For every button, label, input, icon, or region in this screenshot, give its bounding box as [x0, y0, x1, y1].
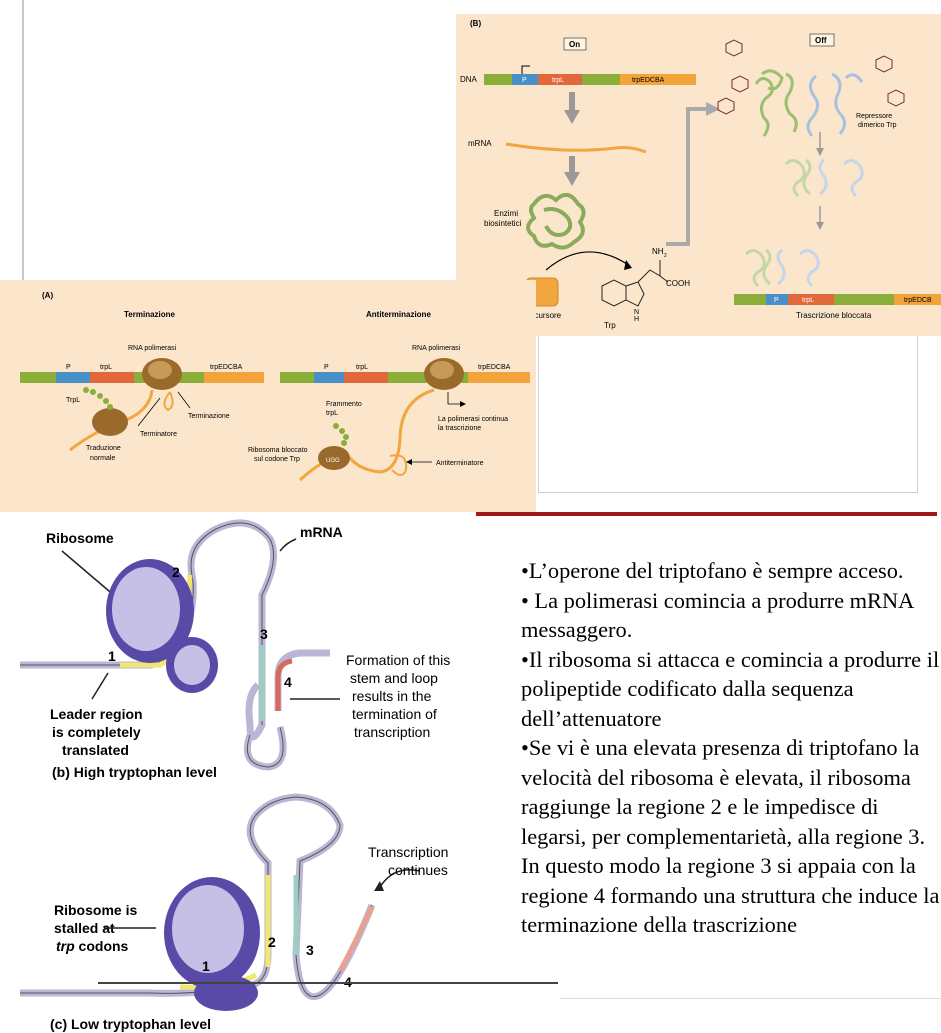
ribosoma-bloccato-1: Ribosoma bloccato [248, 447, 308, 454]
antiterminazione-title: Antiterminazione [366, 310, 431, 319]
stalled-3-rest: codons [75, 938, 129, 954]
region-2-b: 2 [172, 564, 180, 580]
repressore-label-1: Repressore [856, 113, 892, 120]
region-3-c: 3 [306, 942, 314, 958]
terminatore-label: Terminatore [140, 431, 177, 438]
dna-a-trpedcba: trpEDCBA [210, 364, 243, 371]
off-label: Off [815, 36, 827, 45]
bullet-1: •L’operone del triptofano è sempre acces… [521, 558, 904, 583]
frammento-label-1: Frammento [326, 401, 362, 408]
region-3-b: 3 [260, 626, 268, 642]
bullet-3: •Il ribosoma si attacca e comincia a pro… [521, 646, 940, 731]
trp-nh-label: NH [652, 247, 664, 256]
mrna-label: mRNA [468, 139, 492, 148]
dna-a-trpl: trpL [100, 364, 112, 371]
dna-trpedcba-label: trpEDCBA [632, 77, 665, 84]
continua-label-2: la trascrizione [438, 425, 481, 432]
formation-1: Formation of this [346, 652, 450, 668]
repressore-label-2: dimerico Trp [858, 122, 897, 129]
explanation-text: •L’operone del triptofano è sempre acces… [521, 556, 941, 940]
dna-a2-trpl: trpL [356, 364, 368, 371]
panel-a-letter: (A) [42, 291, 53, 300]
continua-label-1: La polimerasi continua [438, 416, 508, 423]
dna-label: DNA [460, 75, 478, 84]
bottom-rule [98, 982, 558, 984]
dna-p-label: P [522, 77, 527, 84]
traduzione-label-1: Traduzione [86, 445, 121, 452]
stalled-2: stalled at [54, 920, 115, 936]
on-label: On [569, 40, 580, 49]
trascrizione-bloccata-label: Trascrizione bloccata [796, 311, 872, 320]
region-1-b: 1 [108, 648, 116, 664]
leader-2: is completely [52, 724, 141, 740]
precursore-label: Precursore [522, 311, 562, 320]
bullet-2: • La polimerasi comincia a produrre mRNA… [521, 587, 914, 643]
dna-bottom-trpedcb: trpEDCB [904, 297, 932, 304]
dna-bottom-p: P [774, 297, 779, 304]
region-4-b: 4 [284, 674, 292, 690]
panel-b-letter: (B) [470, 19, 481, 28]
dna-a2-p: P [324, 364, 329, 371]
panel-b-illustration: (B) On Off DNA P trpL trpEDCBA mRNA Enzi… [460, 19, 941, 330]
enzimi-label-1: Enzimi [494, 209, 518, 218]
dna-a2-trpedcba: trpEDCBA [478, 364, 511, 371]
antiterminatore-label: Antiterminatore [436, 460, 484, 467]
stalled-1: Ribosome is [54, 902, 137, 918]
caption-b: (b) High tryptophan level [52, 764, 217, 780]
trp-h-label: H [634, 316, 639, 323]
ribosome-label: Ribosome [46, 530, 114, 546]
traduzione-label-2: normale [90, 455, 115, 462]
stalled-3-italic: trp [56, 938, 75, 954]
bullet-4: •Se vi è una elevata presenza di triptof… [521, 735, 940, 937]
attenuation-diagram: Ribosome mRNA 1 2 3 4 Formation of this … [20, 519, 450, 1032]
panel-b: (B) On Off DNA P trpL trpEDCBA mRNA Enzi… [456, 14, 941, 336]
ugg-label: UGG [326, 458, 340, 464]
leader-1: Leader region [50, 706, 143, 722]
page-left-border [22, 0, 24, 282]
formation-2: stem and loop [350, 670, 438, 686]
terminazione-title: Terminazione [124, 310, 176, 319]
transcription-2: continues [388, 862, 448, 878]
rna-pol-a: RNA polimerasi [128, 345, 177, 352]
dna-trpl-label: trpL [552, 77, 564, 84]
frame-box [538, 336, 918, 493]
red-divider [476, 512, 937, 516]
trp-cooh-label: COOH [666, 279, 690, 288]
dna-bottom-trpl: trpL [802, 297, 814, 304]
frammento-label-2: trpL [326, 410, 338, 417]
enzimi-label-2: biosintetici [484, 219, 522, 228]
caption-c: (c) Low tryptophan level [50, 1016, 211, 1032]
panel-a: (A) Terminazione Antiterminazione P trpL… [0, 280, 536, 512]
region-2-c: 2 [268, 934, 276, 950]
mrna-b-label: mRNA [300, 524, 343, 540]
transcription-1: Transcription [368, 844, 448, 860]
leader-3: translated [62, 742, 129, 758]
formation-4: termination of [352, 706, 437, 722]
stalled-3: trp codons [56, 938, 129, 954]
trp-n-label: N [634, 309, 639, 316]
bottom-rule-right [560, 998, 941, 999]
dna-a-p: P [66, 364, 71, 371]
region-1-c: 1 [202, 958, 210, 974]
trp-nh-sub: 2 [664, 253, 667, 259]
formation-3: results in the [352, 688, 432, 704]
trpl-peptide-label: TrpL [66, 397, 80, 404]
ribosoma-bloccato-2: sul codone Trp [254, 456, 300, 463]
panel-a-illustration: (A) Terminazione Antiterminazione P trpL… [20, 291, 530, 482]
terminazione-label: Terminazione [188, 413, 230, 420]
trp-label: Trp [604, 321, 616, 330]
formation-5: transcription [354, 724, 430, 740]
rna-pol-b: RNA polimerasi [412, 345, 461, 352]
